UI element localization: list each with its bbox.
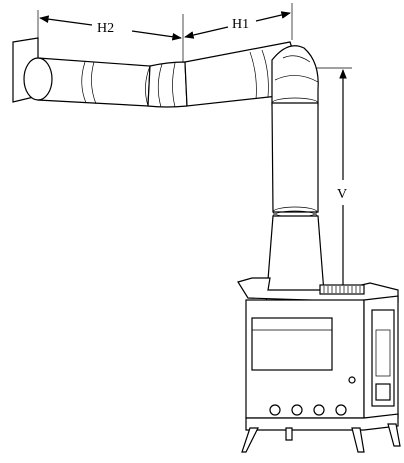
- h1-label: H1: [232, 17, 249, 32]
- horizontal-pipe-h2: [23, 57, 151, 107]
- stove-leg: [387, 423, 401, 447]
- h2-arrow-right: [131, 30, 182, 41]
- stove-leg: [285, 427, 293, 441]
- v-label: V: [337, 187, 347, 202]
- h1-arrow-left: [184, 26, 229, 39]
- wood-stove: [237, 277, 401, 453]
- h2-arrow-left: [39, 15, 93, 26]
- stove-leg: [351, 427, 365, 453]
- stove-leg: [241, 427, 259, 453]
- flue-collar-box: [251, 317, 333, 371]
- elbow-fitting: [145, 61, 190, 108]
- top-elbow: [271, 45, 319, 109]
- h1-arrow-right: [255, 11, 291, 22]
- top-vent-grille: [319, 284, 365, 295]
- h2-label: H2: [97, 21, 114, 36]
- side-door: [371, 309, 395, 407]
- bottom-air-vents: [269, 404, 347, 416]
